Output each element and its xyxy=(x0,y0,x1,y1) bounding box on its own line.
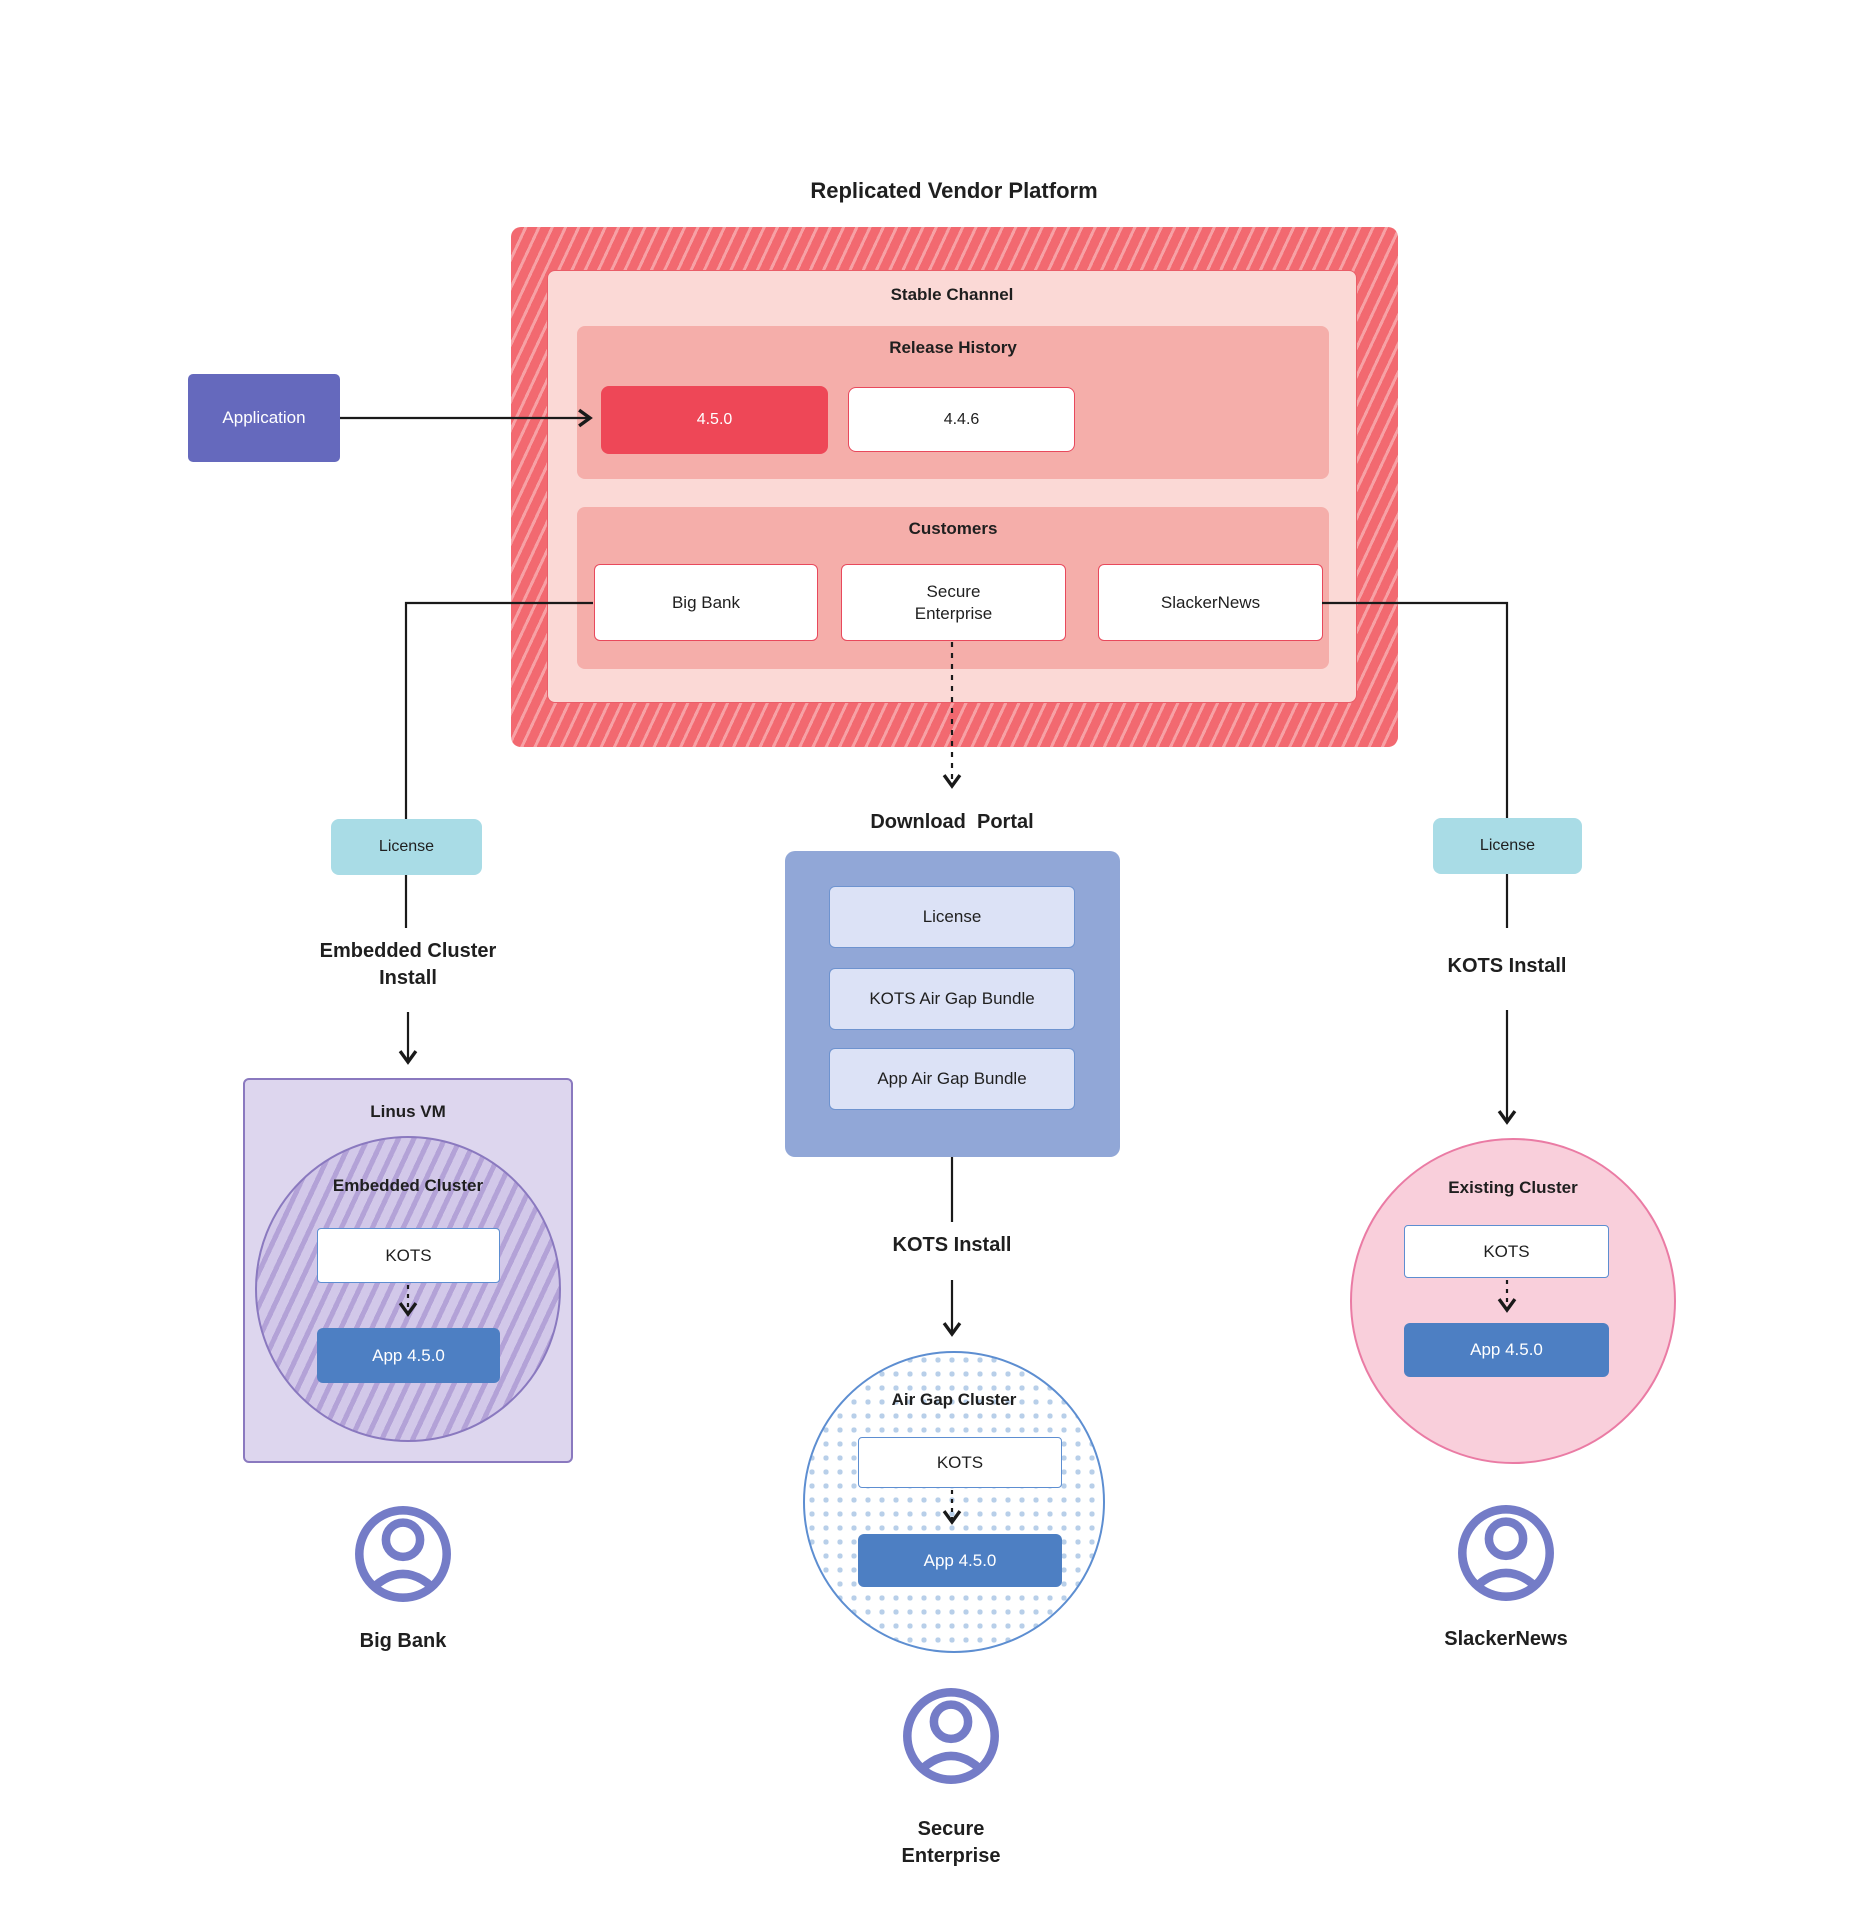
kots-box-left: KOTS xyxy=(317,1228,500,1283)
customers-label: Customers xyxy=(908,519,998,538)
user-icon-slackernews xyxy=(1449,1496,1563,1610)
kots-box-right: KOTS xyxy=(1404,1225,1609,1278)
release-450-box: 4.5.0 xyxy=(601,386,828,454)
portal-kots-bundle-box: KOTS Air Gap Bundle xyxy=(829,968,1075,1030)
vendor-platform-box: Stable Channel Release History 4.5.0 4.4… xyxy=(511,227,1398,747)
user-icon-big-bank xyxy=(346,1497,460,1611)
app-box-middle: App 4.5.0 xyxy=(858,1534,1062,1587)
app-box-left: App 4.5.0 xyxy=(317,1328,500,1383)
big-bank-user-label: Big Bank xyxy=(359,1630,447,1652)
air-gap-cluster-label: Air Gap Cluster xyxy=(891,1390,1017,1409)
secure-enterprise-user-label: Secure Enterprise xyxy=(901,1818,1001,1867)
customer-slackernews: SlackerNews xyxy=(1098,564,1323,641)
existing-cluster-label: Existing Cluster xyxy=(1448,1178,1578,1197)
customer-secure-enterprise: Secure Enterprise xyxy=(841,564,1066,641)
release-history-label: Release History xyxy=(889,338,1017,357)
kots-box-middle: KOTS xyxy=(858,1437,1062,1488)
customer-big-bank: Big Bank xyxy=(594,564,818,641)
user-icon-secure-enterprise xyxy=(894,1679,1008,1793)
embedded-cluster-install-label: Embedded Cluster Install xyxy=(319,940,497,989)
kots-install-label-right: KOTS Install xyxy=(1447,955,1567,977)
air-gap-cluster-circle xyxy=(803,1351,1105,1653)
download-portal-box: License KOTS Air Gap Bundle App Air Gap … xyxy=(785,851,1120,1157)
slackernews-user-label: SlackerNews xyxy=(1444,1628,1568,1650)
linus-vm-label: Linus VM xyxy=(370,1102,446,1121)
diagram-title: Replicated Vendor Platform xyxy=(810,178,1098,203)
kots-install-label-middle: KOTS Install xyxy=(892,1234,1012,1256)
portal-app-bundle-box: App Air Gap Bundle xyxy=(829,1048,1075,1110)
license-box-right: License xyxy=(1433,818,1582,874)
customers-box: Customers Big Bank Secure Enterprise Sla… xyxy=(577,507,1329,669)
release-446-box: 4.4.6 xyxy=(848,387,1075,452)
stable-channel-box: Stable Channel Release History 4.5.0 4.4… xyxy=(547,270,1357,703)
embedded-cluster-label: Embedded Cluster xyxy=(332,1176,484,1195)
license-box-left: License xyxy=(331,819,482,875)
release-history-box: Release History 4.5.0 4.4.6 xyxy=(577,326,1329,479)
portal-license-box: License xyxy=(829,886,1075,948)
stable-channel-label: Stable Channel xyxy=(890,285,1014,304)
app-box-right: App 4.5.0 xyxy=(1404,1323,1609,1377)
download-portal-label: Download Portal xyxy=(870,811,1034,833)
application-box: Application xyxy=(188,374,340,462)
